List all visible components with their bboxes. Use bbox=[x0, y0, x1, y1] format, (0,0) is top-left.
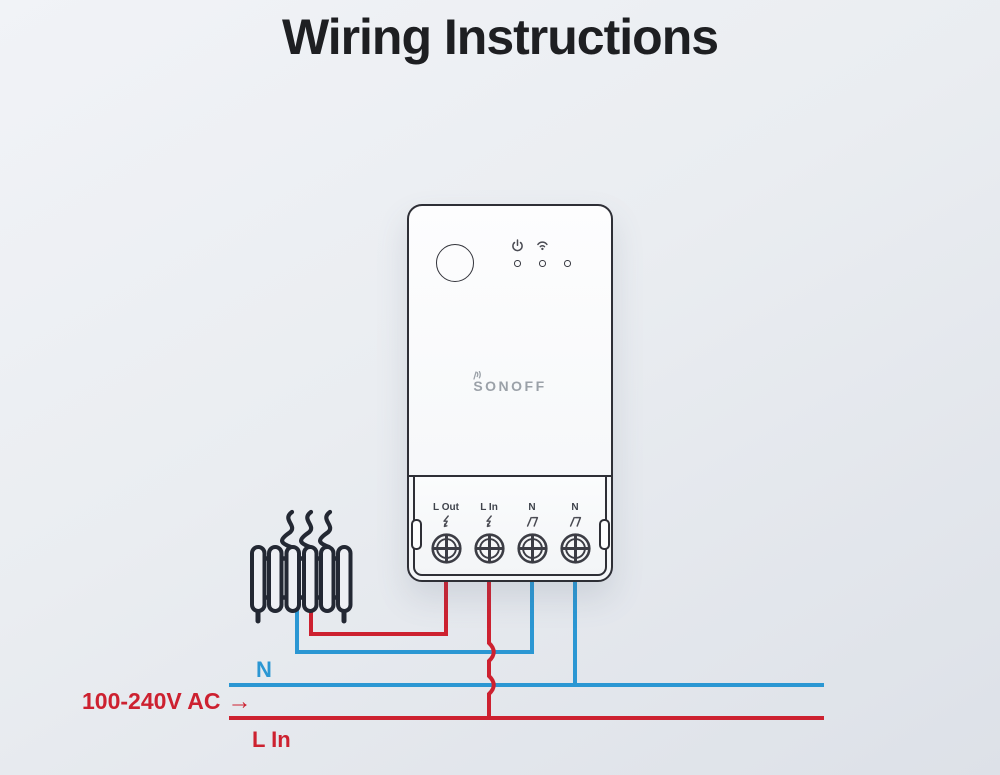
brand-logo-text: SONOFF bbox=[473, 378, 547, 394]
wire-live-out-to-load bbox=[309, 580, 448, 636]
wire-neutral-to-load bbox=[295, 580, 534, 654]
lightning-icon bbox=[485, 515, 492, 528]
screw-terminal-icon bbox=[516, 533, 548, 564]
neutral-bus-label: N bbox=[256, 657, 272, 682]
lightning-icon bbox=[442, 515, 449, 528]
logo-signal-icon bbox=[473, 371, 481, 380]
terminal-l-out: L Out bbox=[424, 502, 468, 565]
terminal-l-in: L In bbox=[467, 502, 511, 565]
terminal-n-load: N bbox=[510, 502, 554, 565]
terminal-label: L In bbox=[480, 502, 498, 513]
led-indicator bbox=[514, 260, 521, 267]
terminal-label: N bbox=[528, 502, 536, 513]
wifi-icon bbox=[537, 241, 548, 251]
screw-terminal-icon bbox=[473, 533, 505, 564]
mount-notch-left bbox=[410, 519, 422, 550]
terminal-label: L Out bbox=[433, 502, 459, 513]
device-button bbox=[436, 244, 474, 282]
neutral-icon bbox=[526, 516, 538, 527]
heat-waves-icon bbox=[280, 509, 333, 550]
mount-notch-right bbox=[598, 519, 610, 550]
screw-terminal-icon bbox=[559, 533, 591, 564]
radiator-icon bbox=[250, 509, 353, 624]
brand-logo: SONOFF bbox=[409, 371, 611, 394]
arrow-right-icon: → bbox=[227, 687, 252, 715]
terminal-n-in: N bbox=[553, 502, 597, 565]
led-indicator bbox=[564, 260, 571, 267]
live-in-bus-label: L In bbox=[252, 727, 291, 752]
power-icon bbox=[512, 239, 523, 252]
wire-live-in bbox=[487, 580, 496, 718]
led-indicator bbox=[539, 260, 546, 267]
terminal-label: N bbox=[571, 502, 579, 513]
radiator-body bbox=[250, 545, 353, 624]
supply-label: 100-240V AC → bbox=[82, 688, 252, 715]
screw-terminal-icon bbox=[430, 533, 462, 564]
terminal-cover-seam bbox=[409, 475, 611, 478]
neutral-icon bbox=[569, 516, 581, 527]
smart-switch-device: SONOFF L Out L In bbox=[407, 204, 613, 582]
page-title: Wiring Instructions bbox=[281, 9, 719, 65]
supply-label-text: 100-240V AC bbox=[82, 688, 221, 714]
